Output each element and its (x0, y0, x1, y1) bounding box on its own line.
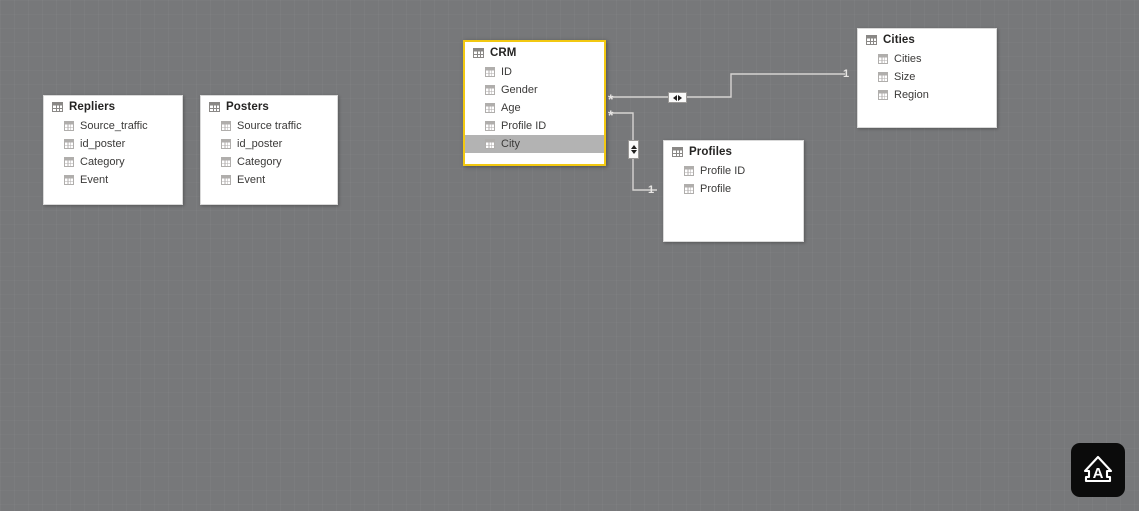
field-table-icon (485, 67, 495, 77)
field-row[interactable]: Category (44, 153, 182, 171)
field-table-icon (878, 90, 888, 100)
bidirectional-arrow-vertical-icon[interactable] (628, 140, 639, 159)
field-row[interactable]: City (465, 135, 604, 153)
field-row[interactable]: Event (44, 171, 182, 189)
field-row[interactable]: Profile ID (465, 117, 604, 135)
field-name: ID (501, 66, 512, 78)
field-row[interactable]: Cities (858, 50, 996, 68)
field-table-icon (64, 121, 74, 131)
field-name: Profile ID (700, 165, 746, 177)
field-table-icon (485, 139, 495, 149)
field-table-icon (485, 103, 495, 113)
table-name: CRM (490, 46, 517, 59)
cardinality-many-crm-cities: * (608, 91, 614, 107)
field-name: City (501, 138, 520, 150)
field-table-icon (221, 121, 231, 131)
field-name: Event (80, 174, 109, 186)
table-header-profiles[interactable]: Profiles (664, 141, 803, 162)
field-table-icon (878, 72, 888, 82)
field-name: id_poster (80, 138, 126, 150)
table-name: Posters (226, 100, 269, 113)
field-row[interactable]: Age (465, 99, 604, 117)
field-name: Age (501, 102, 521, 114)
field-row[interactable]: id_poster (201, 135, 337, 153)
field-row[interactable]: Gender (465, 81, 604, 99)
table-name: Repliers (69, 100, 116, 113)
field-name: Event (237, 174, 266, 186)
field-name: Source traffic (237, 120, 302, 132)
table-icon (672, 146, 683, 157)
table-icon (209, 101, 220, 112)
field-table-icon (64, 175, 74, 185)
field-row[interactable]: id_poster (44, 135, 182, 153)
field-row[interactable]: Profile ID (664, 162, 803, 180)
table-header-repliers[interactable]: Repliers (44, 96, 182, 117)
field-table-icon (64, 139, 74, 149)
field-table-icon (878, 54, 888, 64)
field-name: Source_traffic (80, 120, 148, 132)
field-name: Region (894, 89, 929, 101)
field-row[interactable]: ID (465, 63, 604, 81)
field-name: id_poster (237, 138, 283, 150)
field-name: Cities (894, 53, 922, 65)
cardinality-many-crm-profiles: * (608, 107, 614, 123)
field-row[interactable]: Category (201, 153, 337, 171)
field-name: Size (894, 71, 916, 83)
field-name: Profile (700, 183, 732, 195)
arrow-up-icon (630, 145, 637, 149)
field-table-icon (485, 85, 495, 95)
table-header-crm[interactable]: CRM (465, 42, 604, 63)
field-table-icon (485, 121, 495, 131)
table-header-cities[interactable]: Cities (858, 29, 996, 50)
cardinality-one-crm-cities: 1 (843, 68, 850, 80)
svg-text:A: A (1093, 465, 1104, 482)
arrow-down-icon (630, 150, 637, 154)
arch-a-logo-icon: A (1083, 455, 1113, 483)
field-table-icon (64, 157, 74, 167)
table-icon (52, 101, 63, 112)
table-icon (473, 47, 484, 58)
table-name: Cities (883, 33, 915, 46)
field-row[interactable]: Size (858, 68, 996, 86)
field-row[interactable]: Region (858, 86, 996, 104)
arrow-left-icon (673, 94, 677, 101)
arrow-right-icon (678, 94, 682, 101)
field-name: Gender (501, 84, 538, 96)
relationship-line-crm-cities[interactable] (610, 73, 845, 98)
field-table-icon (221, 139, 231, 149)
bidirectional-arrow-horizontal-icon[interactable] (668, 92, 687, 103)
arch-a-logo: A (1071, 443, 1125, 497)
field-name: Category (237, 156, 282, 168)
table-name: Profiles (689, 145, 732, 158)
field-row[interactable]: Profile (664, 180, 803, 198)
field-name: Profile ID (501, 120, 547, 132)
field-table-icon (221, 175, 231, 185)
field-table-icon (221, 157, 231, 167)
cardinality-one-crm-profiles: 1 (648, 184, 655, 196)
table-icon (866, 34, 877, 45)
field-table-icon (684, 166, 694, 176)
field-row[interactable]: Source traffic (201, 117, 337, 135)
field-row[interactable]: Source_traffic (44, 117, 182, 135)
field-row[interactable]: Event (201, 171, 337, 189)
table-header-posters[interactable]: Posters (201, 96, 337, 117)
field-name: Category (80, 156, 125, 168)
field-table-icon (684, 184, 694, 194)
